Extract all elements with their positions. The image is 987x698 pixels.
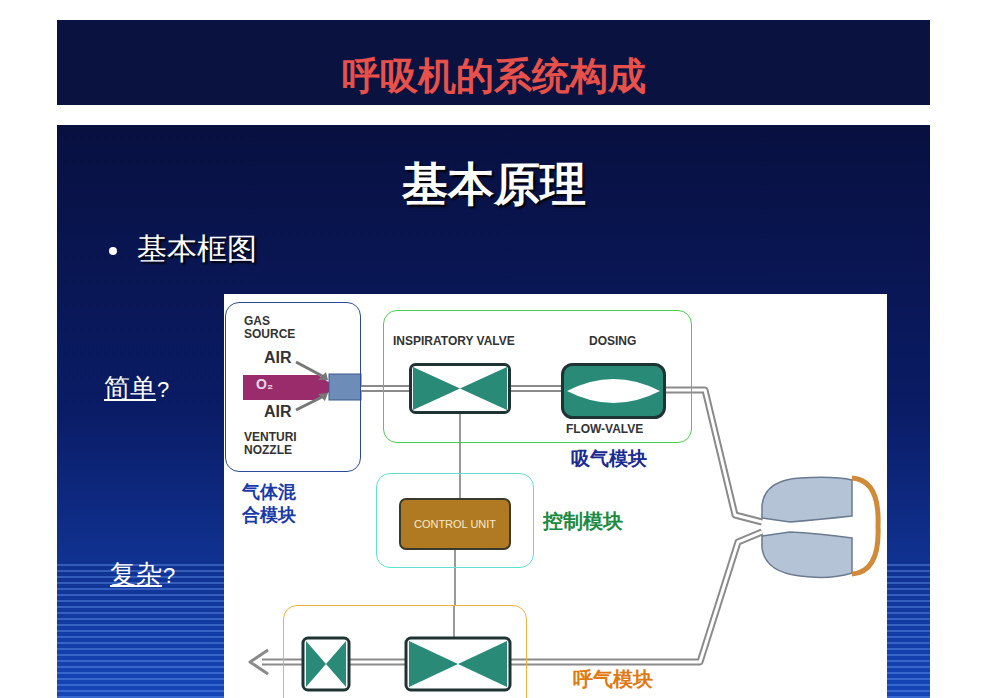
node-text: 吸气模块 (571, 449, 647, 470)
expiratory-valves (303, 638, 510, 690)
node-text: VENTURI NOZZLE (244, 431, 314, 457)
question-mark: ? (163, 563, 175, 588)
question-label: 复杂 (110, 560, 162, 590)
node-text: DOSING (589, 335, 636, 348)
node-text: O₂ (256, 377, 273, 392)
control-unit: CONTROL UNIT (399, 498, 511, 550)
bullet-text: 基本框图 (137, 232, 257, 267)
dosing-shape (561, 363, 666, 419)
title-bar: 呼吸机的系统构成 (57, 20, 930, 105)
node-text: GAS SOURCE (244, 315, 304, 341)
inspiratory-module: 吸气模块INSPIRATORY VALVEDOSINGFLOW-VALVE (383, 310, 692, 443)
node-text: INSPIRATORY VALVE (393, 335, 515, 348)
lung (762, 477, 878, 577)
control-module: 控制模块CONTROL UNIT (376, 473, 534, 568)
node-text: 气体混合模块 (242, 481, 298, 528)
control-wire (454, 550, 456, 605)
venturi-nozzle (329, 374, 361, 400)
control-wire (453, 605, 455, 637)
air-arrows (296, 362, 326, 410)
tube-bore (511, 387, 561, 390)
connectors (361, 389, 561, 606)
slide-heading: 基本原理 (57, 158, 930, 211)
tube-bore (361, 387, 409, 390)
node-text: AIR (264, 349, 292, 367)
gas-tube (361, 385, 409, 392)
node-text: 呼气模块 (573, 668, 653, 690)
gas-mixing-module: GAS SOURCEAIRO₂AIRVENTURI NOZZLE气体混合模块 (225, 302, 361, 472)
page-title: 呼吸机的系统构成 (57, 56, 930, 98)
node-text: CONTROL UNIT (401, 500, 509, 548)
bullet (109, 247, 117, 255)
node-text: 控制模块 (543, 510, 623, 532)
expiratory-module: 呼气模块 (283, 605, 527, 698)
node-text: AIR (264, 403, 292, 421)
gas-tube (511, 385, 561, 392)
control-wire (459, 414, 461, 498)
node-text: FLOW-VALVE (566, 423, 643, 436)
dosing-flow-valve: DOSINGFLOW-VALVE (561, 363, 666, 419)
valve-shape (409, 363, 511, 414)
question-label: 简单 (104, 374, 156, 404)
question-mark: ? (157, 377, 169, 402)
breathing-tubes (250, 390, 762, 674)
inspiratory-valve: INSPIRATORY VALVE (409, 363, 511, 414)
